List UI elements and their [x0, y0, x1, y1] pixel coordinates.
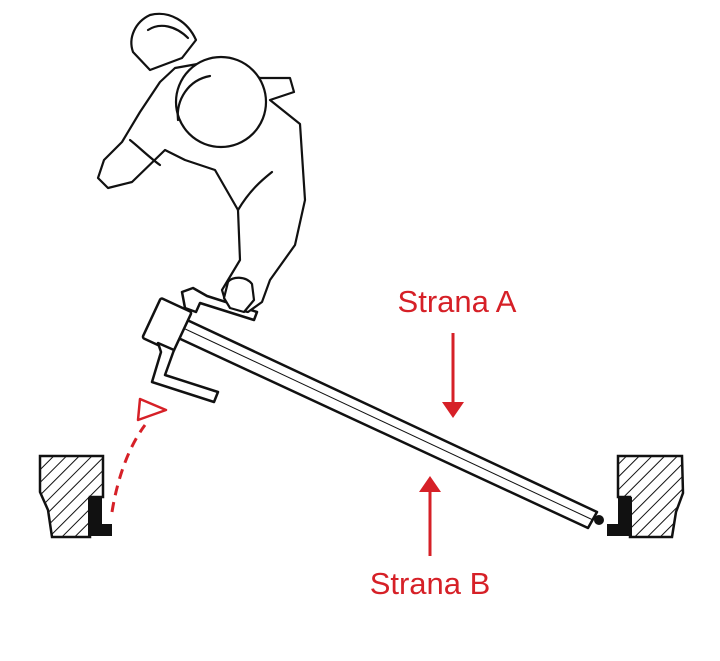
- person-hand: [222, 276, 256, 314]
- hinge-pivot: [594, 515, 604, 525]
- side-a-label: Strana A: [398, 284, 517, 319]
- side-b-label: Strana B: [370, 566, 491, 601]
- person-back-arm: [130, 12, 198, 72]
- right-door-stop: [618, 497, 632, 527]
- opening-direction-arrow: [110, 397, 168, 513]
- left-door-stop: [88, 497, 102, 527]
- left-wall-frame: [38, 454, 112, 539]
- side-b-arrow: [419, 476, 441, 556]
- door-handle: [141, 286, 259, 404]
- person-head: [174, 55, 268, 149]
- door-leaf: [159, 310, 604, 530]
- left-frame-base: [88, 524, 112, 536]
- person-figure: [96, 12, 307, 314]
- right-wall-frame: [607, 454, 685, 539]
- right-frame-base: [607, 524, 632, 536]
- side-a-arrow: [442, 333, 464, 418]
